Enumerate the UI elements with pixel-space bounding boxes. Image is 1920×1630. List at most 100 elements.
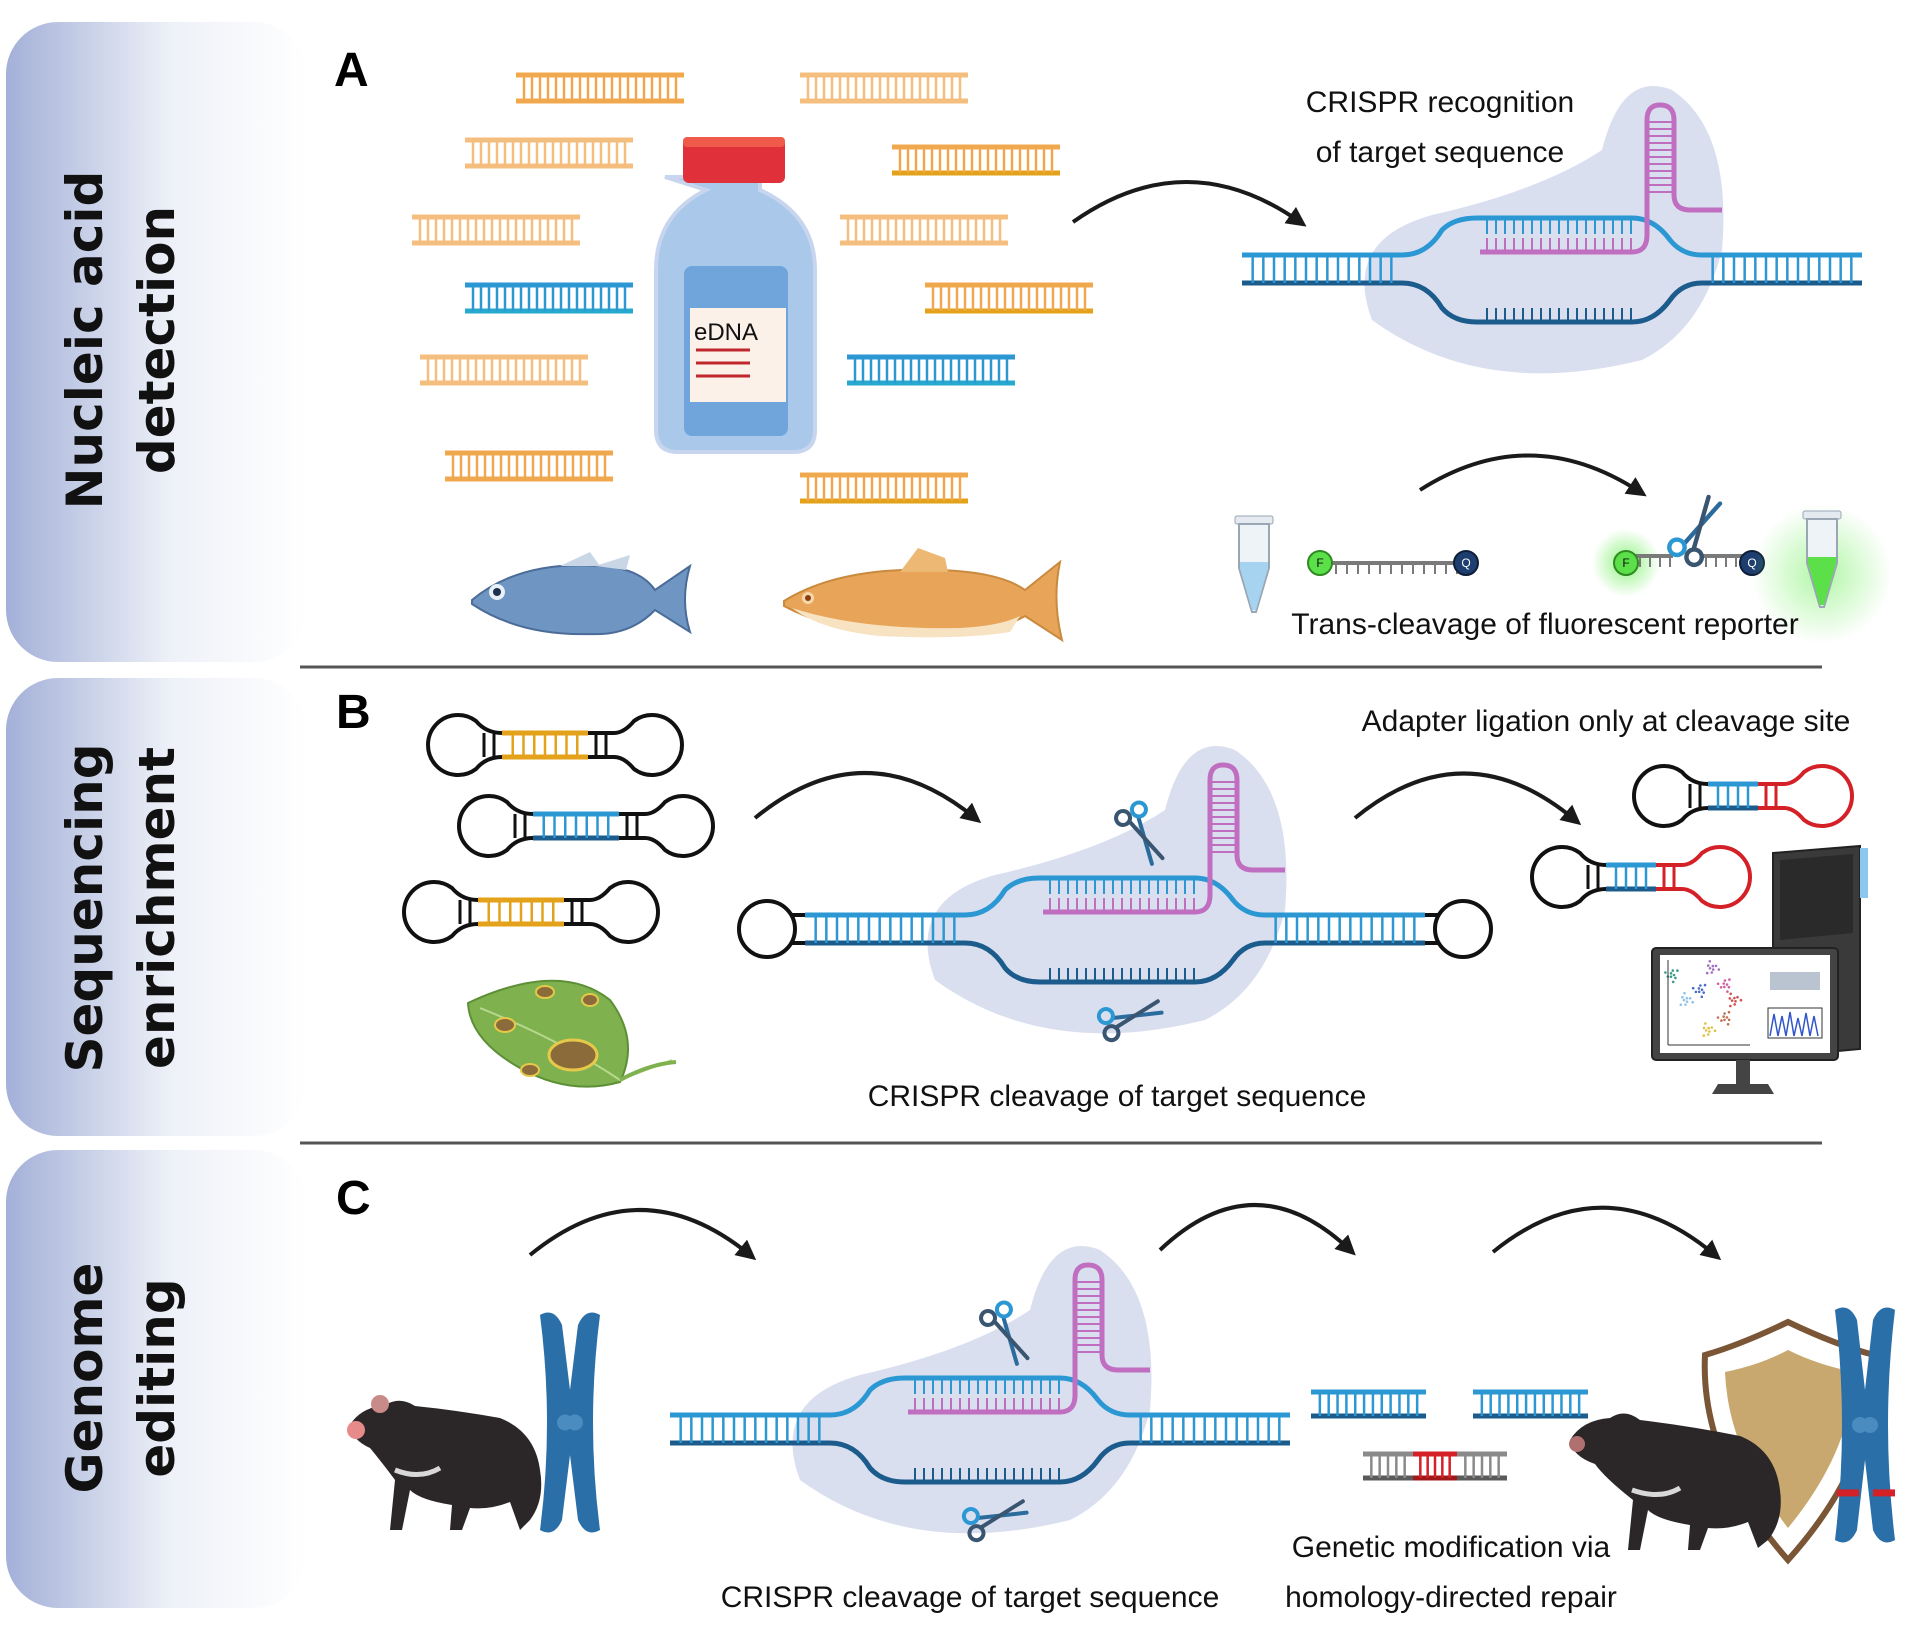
- panel-b-rail: Sequencing enrichment: [6, 678, 306, 1136]
- crispr-cleavage-complex-b: [737, 746, 1493, 1043]
- process-arrow: [528, 1208, 757, 1261]
- scatter-point: [1697, 990, 1701, 994]
- homology-arm-left: [1363, 1451, 1413, 1481]
- tube-after-glowing-icon: [1752, 504, 1892, 644]
- scatter-point: [1704, 1029, 1708, 1032]
- insert-dna: [502, 730, 588, 760]
- scatter-point: [1710, 971, 1714, 974]
- scatter-point: [1669, 975, 1673, 978]
- scatter-point: [1697, 987, 1701, 990]
- trout-fish-icon: [783, 548, 1064, 643]
- target-dna-left: [805, 912, 965, 946]
- centromere: [1862, 1417, 1878, 1433]
- dna-fragment: [465, 137, 633, 169]
- caption-crispr-recognition-line1: CRISPR recognition: [1306, 86, 1574, 119]
- target-dna-left: [670, 1412, 830, 1446]
- scatter-point: [1682, 998, 1686, 1002]
- scatter-point: [1691, 986, 1695, 990]
- scatter-point: [1702, 1034, 1706, 1037]
- scatter-point: [1706, 1033, 1710, 1036]
- sequencer-computer-icon: [1651, 844, 1868, 1094]
- scatter-point: [1727, 1010, 1731, 1014]
- scatter-point: [1706, 964, 1710, 967]
- devil-nose: [347, 1421, 365, 1439]
- cas-protein: [1364, 86, 1724, 374]
- scatter-point: [1684, 1003, 1687, 1006]
- caption-hdr-line1: Genetic modification via: [1292, 1531, 1611, 1564]
- scatter-point: [1723, 1012, 1726, 1015]
- panel-letter-c: C: [336, 1172, 371, 1225]
- bottle-cap-highlight: [683, 137, 785, 147]
- panel-c-rail: Genome editing: [6, 1150, 306, 1608]
- dna-fragment: [800, 472, 968, 504]
- scatter-point: [1729, 1004, 1732, 1008]
- scatter-point: [1733, 996, 1736, 1000]
- panel-b-rail-title-line1: Sequencing: [56, 744, 114, 1073]
- scatter-point: [1734, 1000, 1737, 1003]
- donor-insert: [1413, 1451, 1457, 1481]
- cut-dna-left: [1311, 1389, 1426, 1419]
- hairpin-adapter: [402, 880, 660, 944]
- edited-chromosome-icon: [1835, 1307, 1895, 1543]
- process-arrow: [1353, 771, 1582, 826]
- dna-fragment: [412, 214, 580, 246]
- crispr-cleavage-complex-c: [670, 1246, 1290, 1543]
- quencher-label: Q: [1747, 556, 1756, 570]
- scatter-point: [1708, 1030, 1711, 1033]
- hairpin-adapter: [457, 794, 715, 858]
- cut-dna-right: [1473, 1389, 1588, 1419]
- tube-before-icon: [1234, 515, 1274, 613]
- scatter-point: [1691, 1000, 1694, 1004]
- diseased-leaf-icon: [466, 979, 677, 1088]
- quencher-icon: [1453, 550, 1479, 576]
- non-target-strand: [964, 940, 1266, 985]
- scatter-point: [1727, 1018, 1731, 1022]
- target-dna-left: [1242, 252, 1402, 286]
- target-dna-right: [1130, 1412, 1290, 1446]
- scatter-point: [1713, 1029, 1717, 1033]
- scatter-point: [1723, 985, 1726, 989]
- scatter-point: [1733, 1003, 1736, 1006]
- fluorophore-icon: [1307, 550, 1333, 576]
- dna-fragment: [516, 72, 684, 104]
- scatter-point: [1736, 995, 1739, 999]
- guide-rna: [1480, 102, 1722, 255]
- scatter-point: [1716, 1016, 1720, 1019]
- cas-protein: [792, 1246, 1152, 1534]
- scatter-point: [1720, 1019, 1723, 1022]
- ligated-product: [1632, 764, 1854, 828]
- dna-fragment: [800, 72, 968, 104]
- panel-a-rail-title-line1: Nucleic acid: [56, 171, 114, 510]
- panel-letter-b: B: [336, 686, 371, 739]
- scissors-icon: [1096, 999, 1164, 1043]
- edited-locus-band: [1837, 1489, 1859, 1497]
- scatter-point: [1688, 997, 1692, 1000]
- target-dna-right: [1702, 252, 1862, 286]
- fluorophore-icon: [1613, 550, 1639, 576]
- bottle-label: [690, 308, 786, 402]
- scatter-point: [1711, 964, 1715, 968]
- scatter-point: [1683, 991, 1686, 995]
- scatter-point: [1685, 1000, 1689, 1003]
- scatter-point: [1722, 982, 1725, 985]
- target-strand: [964, 875, 1266, 918]
- scatter-point: [1674, 976, 1677, 980]
- scatter-point: [1679, 1003, 1683, 1006]
- fluorophore-label: F: [1622, 556, 1629, 570]
- scatter-point: [1664, 971, 1667, 974]
- process-arrow: [1158, 1203, 1356, 1256]
- scatter-point: [1671, 980, 1675, 984]
- hairpin-loop: [1433, 899, 1493, 959]
- edited-locus-band: [1873, 1489, 1895, 1497]
- scissors-icon: [961, 1499, 1029, 1543]
- process-arrow: [1418, 453, 1647, 497]
- chromosome-arms: [540, 1312, 600, 1533]
- dna-fragment: [445, 450, 613, 482]
- hairpin-library: [402, 713, 715, 944]
- scatter-point: [1676, 969, 1679, 972]
- panel-b-rail-title-line2: enrichment: [128, 747, 186, 1069]
- panel-a-rail: Nucleic acid detection: [6, 22, 306, 662]
- dna-fragment: [847, 354, 1015, 386]
- dna-fragment: [465, 282, 633, 314]
